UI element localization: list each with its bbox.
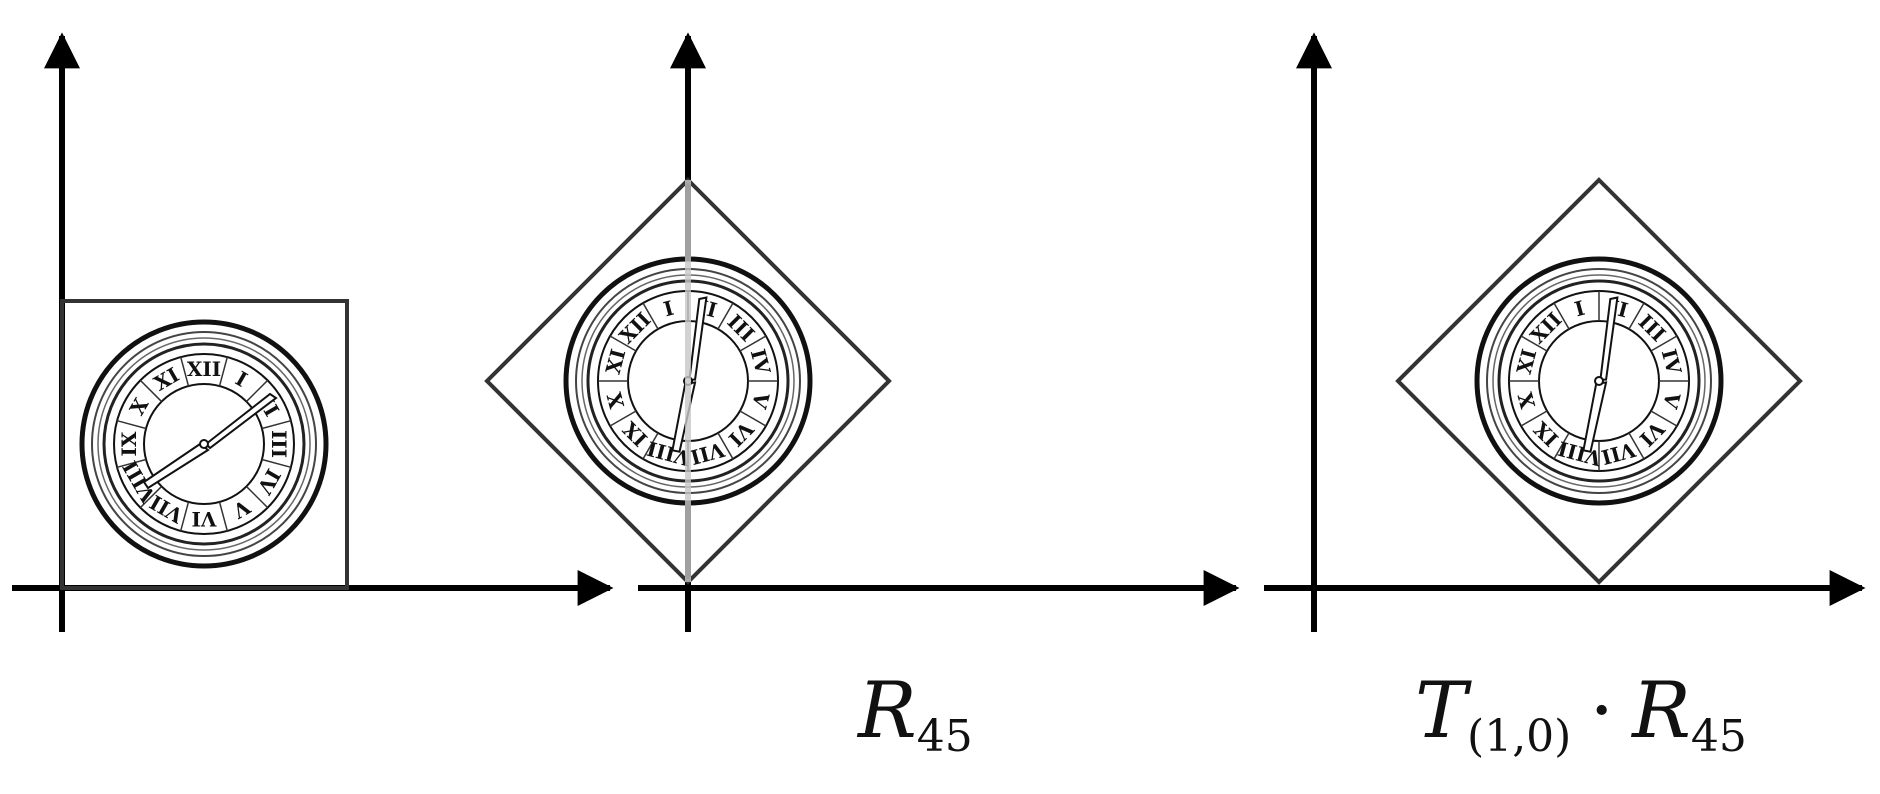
svg-text:VI: VI: [192, 507, 218, 531]
svg-text:III: III: [267, 430, 291, 458]
square-frame: [60, 299, 349, 590]
label-rotation: R45: [858, 666, 973, 762]
svg-text:XII: XII: [187, 357, 221, 381]
translated-square-frame: [1395, 177, 1803, 585]
svg-text:X: X: [602, 389, 629, 411]
svg-text:V: V: [1658, 389, 1686, 412]
label-composition: T(1,0)·R45: [1415, 666, 1747, 762]
svg-text:IX: IX: [117, 431, 141, 456]
svg-text:X: X: [1513, 389, 1540, 411]
svg-text:V: V: [747, 389, 775, 412]
